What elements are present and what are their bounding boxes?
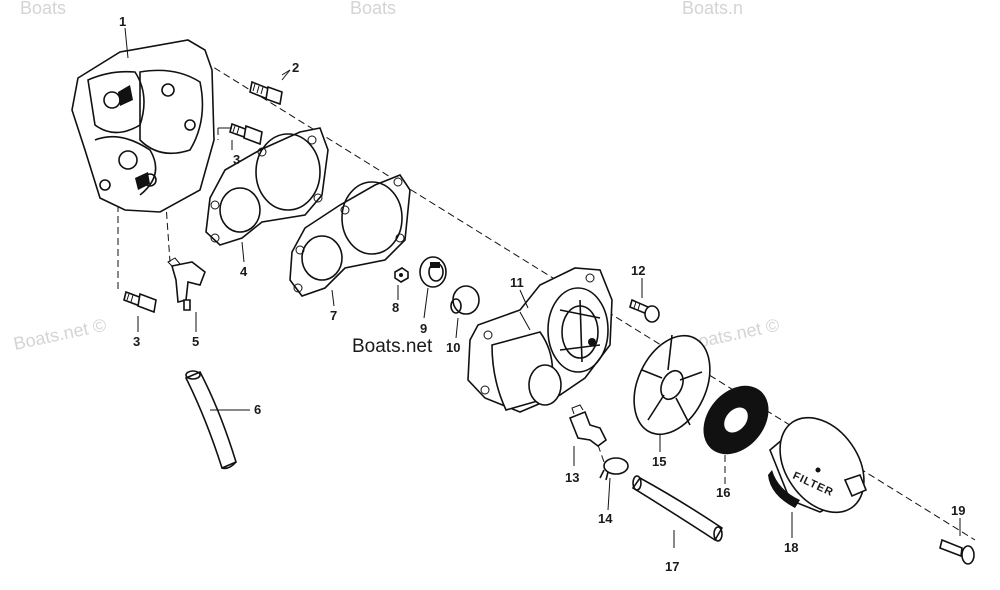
screw-12 — [629, 298, 660, 323]
label-part-15: 15 — [652, 454, 666, 469]
label-part-8: 8 — [392, 300, 399, 315]
part-number-labels: 1 2 3 3 4 5 6 7 8 9 10 11 12 13 14 15 16… — [119, 14, 965, 574]
label-part-6: 6 — [254, 402, 261, 417]
gasket-7 — [289, 174, 411, 297]
hose-6 — [184, 370, 237, 470]
gasket-4 — [205, 127, 329, 246]
watermark-top-right: Boats.n — [682, 0, 743, 18]
label-part-10: 10 — [446, 340, 460, 355]
check-valve-9 — [419, 256, 447, 288]
label-part-16: 16 — [716, 485, 730, 500]
watermark-top-center: Boats — [350, 0, 396, 18]
bolt-3b — [123, 290, 157, 314]
hose-clamp-14 — [599, 457, 629, 481]
hose-17 — [631, 475, 724, 542]
label-part-12: 12 — [631, 263, 645, 278]
filter-screen-15 — [633, 334, 711, 436]
label-part-13: 13 — [565, 470, 579, 485]
label-part-5: 5 — [192, 334, 199, 349]
leader-lines — [124, 27, 961, 548]
pump-housing-11 — [467, 267, 613, 413]
watermark-top-left: Boats — [20, 0, 66, 18]
pump-body-casting — [71, 39, 215, 213]
label-part-19: 19 — [951, 503, 965, 518]
seal-ring-16 — [703, 385, 769, 455]
label-part-7: 7 — [330, 308, 337, 323]
label-part-18: 18 — [784, 540, 798, 555]
fitting-13 — [568, 404, 608, 447]
label-part-17: 17 — [665, 559, 679, 574]
watermark-center: Boats.net — [352, 336, 433, 357]
bolt-3a — [218, 122, 263, 146]
nut-8 — [394, 267, 409, 283]
elbow-fitting-5 — [167, 257, 206, 311]
label-part-1: 1 — [119, 14, 126, 29]
o-ring-10 — [450, 285, 480, 315]
filter-bowl-18: FILTER — [768, 416, 868, 514]
label-part-4: 4 — [240, 264, 248, 279]
label-part-11: 11 — [510, 275, 524, 290]
label-part-3b: 3 — [133, 334, 140, 349]
label-part-3a: 3 — [233, 152, 240, 167]
label-part-9: 9 — [420, 321, 427, 336]
label-part-2: 2 — [292, 60, 299, 75]
axis-line-fitting-13 — [597, 444, 605, 463]
bolt-2 — [249, 69, 291, 106]
label-part-14: 14 — [598, 511, 613, 526]
watermark-mid-left: Boats.net © — [12, 315, 108, 354]
screw-19 — [939, 538, 975, 565]
